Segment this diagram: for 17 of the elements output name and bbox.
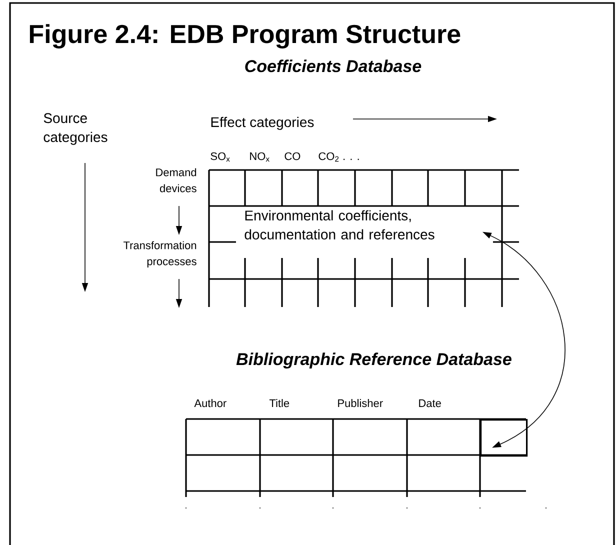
row-label: Transformation processes — [124, 241, 196, 268]
column-header: Author — [194, 399, 226, 408]
coefficients-text: Environmental coefficients, documentation and references — [244, 210, 434, 240]
column-header: CO — [284, 152, 300, 160]
column-header: Title — [269, 399, 290, 408]
column-header: NO$_{x}$ — [250, 152, 270, 162]
table-cell — [480, 419, 528, 457]
column-header: Date — [419, 399, 441, 408]
axis-label: Effect categories — [211, 116, 314, 130]
section-heading: Bibliographic Reference Database — [235, 352, 513, 370]
column-header: Publisher — [338, 399, 383, 408]
axis-label: Source categories — [44, 113, 108, 145]
column-header: CO$_{2}$ . . . — [318, 152, 359, 162]
section-heading: Coefficients Database — [245, 60, 422, 72]
row-label: Demand devices — [156, 168, 196, 192]
figure-title: Figure 2.4: EDB Program Structure — [30, 24, 460, 48]
column-header: SO$_{x}$ — [210, 152, 230, 162]
